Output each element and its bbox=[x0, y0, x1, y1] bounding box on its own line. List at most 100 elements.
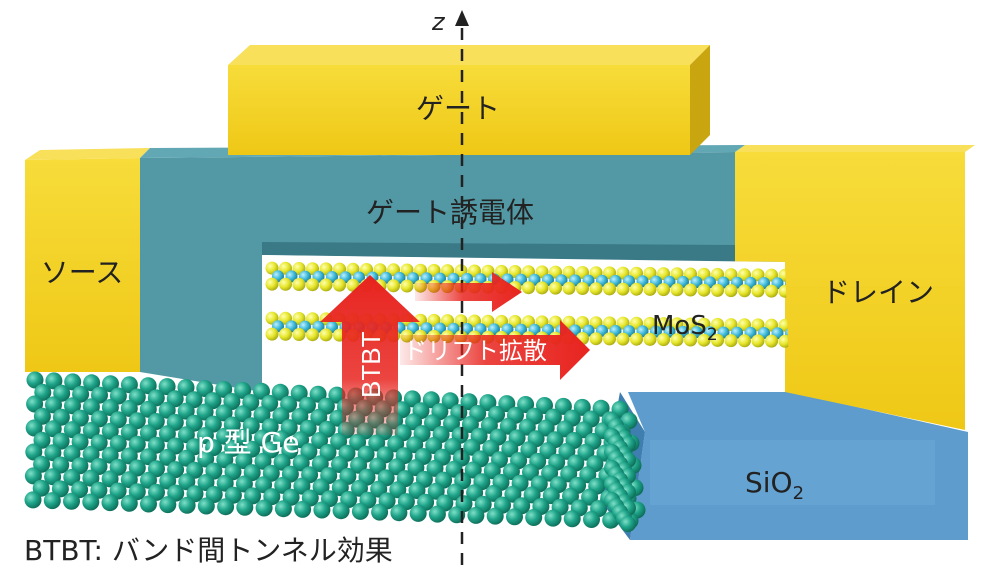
ge-atom bbox=[291, 407, 309, 425]
ge-atom bbox=[292, 431, 310, 449]
ge-atom bbox=[120, 494, 138, 512]
ge-atom bbox=[554, 397, 572, 415]
gate-dielectric-label: ゲート誘電体 bbox=[366, 196, 534, 229]
ge-atom bbox=[253, 382, 270, 400]
s-atom bbox=[562, 281, 576, 295]
ge-atom bbox=[235, 428, 252, 446]
ge-atom bbox=[63, 421, 81, 439]
gate-side bbox=[690, 45, 710, 155]
ge-atom bbox=[25, 419, 43, 437]
ge-atom bbox=[388, 458, 406, 476]
ge-atom bbox=[425, 437, 443, 454]
ge-atom bbox=[592, 399, 610, 417]
ge-atom bbox=[82, 469, 100, 487]
ge-atom bbox=[273, 430, 290, 448]
source-block bbox=[25, 148, 150, 372]
ge-atom bbox=[140, 471, 157, 489]
ge-atom bbox=[44, 444, 62, 462]
ge-atom bbox=[255, 476, 273, 494]
ge-atom bbox=[83, 374, 101, 392]
ge-atom bbox=[82, 445, 100, 463]
ge-atom bbox=[485, 484, 503, 502]
ge-atom bbox=[26, 371, 44, 389]
ge-atom bbox=[499, 417, 517, 435]
ge-atom bbox=[102, 375, 119, 393]
s-atom bbox=[684, 333, 697, 347]
ge-atom bbox=[215, 380, 233, 398]
s-atom bbox=[751, 334, 765, 348]
s-atom bbox=[765, 284, 778, 298]
ge-atom bbox=[159, 448, 176, 466]
ge-atom bbox=[520, 441, 538, 459]
ge-atom bbox=[120, 447, 138, 465]
sio2-block bbox=[600, 392, 968, 540]
ge-atom bbox=[331, 456, 348, 473]
s-atom bbox=[292, 328, 306, 341]
ge-atom bbox=[197, 450, 215, 468]
s-atom bbox=[306, 278, 319, 292]
ge-atom bbox=[331, 479, 349, 497]
ge-atom bbox=[101, 470, 119, 488]
ge-atom bbox=[445, 460, 463, 478]
ge-atom bbox=[556, 420, 574, 438]
ge-atom bbox=[539, 442, 557, 460]
ge-atom bbox=[101, 399, 119, 416]
ge-atom bbox=[253, 406, 271, 424]
s-atom bbox=[319, 278, 333, 292]
ge-atom bbox=[409, 504, 427, 522]
s-atom bbox=[616, 332, 630, 346]
ge-substrate bbox=[24, 371, 646, 532]
drain-front bbox=[735, 152, 965, 430]
ge-atom bbox=[349, 433, 367, 451]
ge-atom bbox=[387, 435, 405, 453]
ge-atom bbox=[403, 390, 421, 408]
ge-atom bbox=[310, 408, 328, 426]
s-atom bbox=[265, 277, 279, 291]
s-atom bbox=[279, 277, 292, 291]
sio2-label: SiO2 bbox=[745, 466, 804, 504]
s-atom bbox=[387, 279, 400, 293]
ge-atom bbox=[45, 372, 63, 390]
ge-atom bbox=[63, 468, 81, 486]
s-atom bbox=[657, 283, 670, 297]
source-label: ソース bbox=[41, 256, 124, 289]
ge-atom bbox=[158, 378, 176, 396]
ge-atom bbox=[177, 402, 195, 420]
ge-atom bbox=[536, 397, 553, 414]
ge-atom bbox=[407, 459, 425, 477]
ge-atom bbox=[563, 510, 581, 528]
s-atom bbox=[657, 333, 670, 347]
gate-label: ゲート bbox=[416, 92, 500, 125]
drift-diffusion-arrow: ドリフト拡散 bbox=[400, 320, 590, 380]
s-atom bbox=[711, 333, 724, 347]
btbt-arrow-label: BTBT bbox=[356, 331, 386, 398]
ge-atom bbox=[351, 502, 369, 520]
ge-atom bbox=[583, 511, 600, 528]
ge-atom bbox=[544, 509, 562, 527]
s-atom bbox=[265, 327, 279, 341]
s-atom bbox=[603, 332, 616, 346]
ge-atom bbox=[389, 481, 407, 499]
ge-atom bbox=[197, 474, 215, 491]
ge-atom bbox=[64, 397, 81, 415]
ge-atom bbox=[504, 485, 522, 503]
ge-atom bbox=[64, 373, 82, 391]
ge-atom bbox=[290, 384, 308, 402]
s-atom bbox=[319, 328, 333, 342]
ge-atom bbox=[424, 414, 441, 432]
ge-atom bbox=[63, 445, 81, 462]
s-atom bbox=[697, 283, 711, 297]
ge-atom bbox=[312, 478, 330, 496]
ge-atom bbox=[371, 503, 389, 521]
ge-atom bbox=[483, 462, 501, 480]
ge-atom bbox=[330, 432, 348, 450]
ge-atom bbox=[139, 424, 157, 442]
ge-atom bbox=[82, 422, 100, 439]
s-atom bbox=[711, 283, 724, 297]
ge-atom bbox=[234, 405, 252, 423]
s-atom bbox=[522, 281, 535, 295]
ge-atom bbox=[178, 449, 196, 467]
ge-atom bbox=[178, 473, 196, 491]
ge-atom bbox=[406, 436, 424, 454]
